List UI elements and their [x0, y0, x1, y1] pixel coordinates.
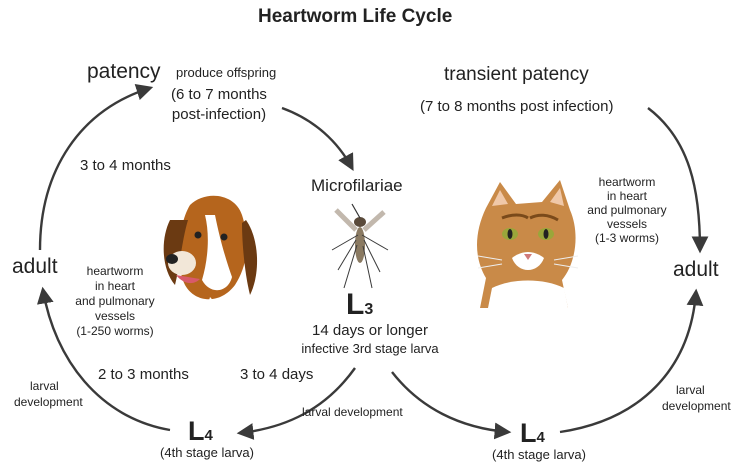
cat-larval-line2: development: [662, 400, 731, 414]
cat-heartworm-line5: (1-3 worms): [582, 232, 672, 246]
arrow-patency-to-microfilariae: [282, 108, 352, 168]
l3-desc: infective 3rd stage larva: [278, 342, 462, 357]
dog-heartworm-line1: heartworm: [70, 265, 160, 279]
cat-patency-time: (7 to 8 months post infection): [420, 98, 613, 115]
microfilariae-label: Microfilariae: [311, 176, 403, 196]
page-title: Heartworm Life Cycle: [258, 6, 452, 28]
dog-l4-label: L4: [188, 416, 213, 447]
cat-l4-label: L4: [520, 418, 545, 449]
arrow-l3-to-cat-l4: [392, 372, 508, 432]
cat-patency-label: transient patency: [444, 64, 589, 86]
dog-patency-detail: produce offspring: [176, 66, 276, 81]
dog-adult-to-patency-time: 3 to 4 months: [80, 157, 171, 174]
dog-heartworm-line4: vessels: [70, 310, 160, 324]
dog-l4-desc: (4th stage larva): [142, 446, 272, 461]
l3-time: 14 days or longer: [290, 322, 450, 339]
mosquito-illustration: [330, 200, 390, 290]
dog-patency-time-line2: post-infection): [154, 106, 284, 123]
cat-heartworm-line4: vessels: [582, 218, 672, 232]
cat-heartworm-line3: and pulmonary: [582, 204, 672, 218]
cat-l4-desc: (4th stage larva): [474, 448, 604, 463]
l3-label: L3: [346, 288, 373, 323]
dog-heartworm-line5: (1-250 worms): [70, 325, 160, 339]
dog-larval-line2: development: [14, 396, 83, 410]
dog-l4-to-adult-time: 2 to 3 months: [98, 366, 189, 383]
cat-heartworm-line2: in heart: [582, 190, 672, 204]
dog-patency-time-line1: (6 to 7 months: [154, 86, 284, 103]
dog-l3-to-l4-time: 3 to 4 days: [240, 366, 313, 383]
dog-heartworm-line2: in heart: [70, 280, 160, 294]
cat-larval-line1: larval: [676, 384, 705, 398]
dog-adult-label: adult: [12, 255, 58, 279]
dog-illustration: [150, 185, 270, 315]
larval-development-center: larval development: [302, 406, 403, 420]
cat-heartworm-line1: heartworm: [582, 176, 672, 190]
dog-patency-label: patency: [87, 60, 161, 84]
cat-adult-label: adult: [673, 258, 719, 282]
dog-heartworm-line3: and pulmonary: [70, 295, 160, 309]
cat-illustration: [472, 178, 584, 308]
dog-larval-line1: larval: [30, 380, 59, 394]
